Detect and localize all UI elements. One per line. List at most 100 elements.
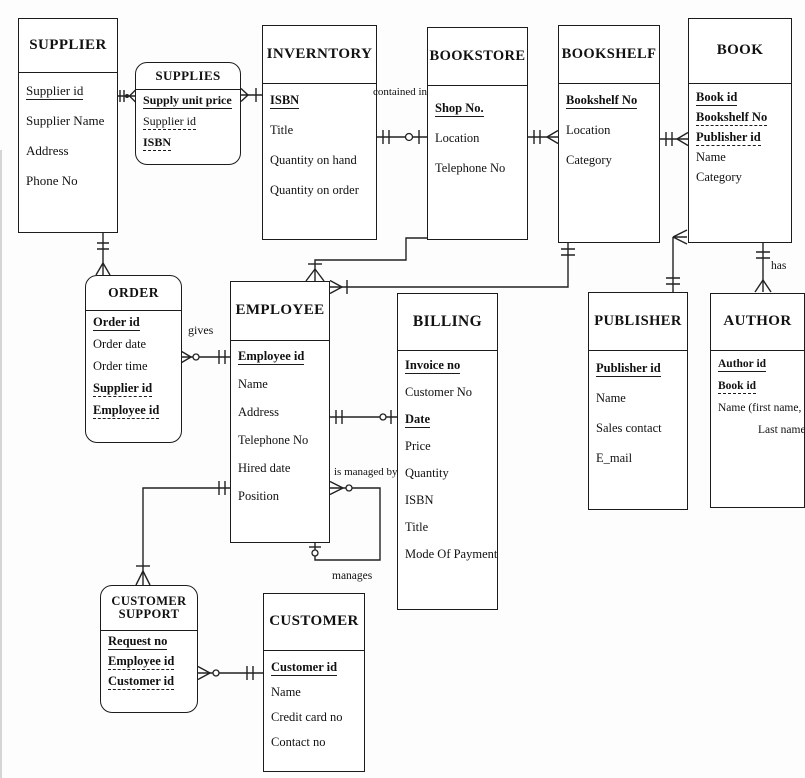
- attribute-row: Order date: [93, 336, 179, 352]
- entity-title: CUSTOMER SUPPORT: [101, 586, 197, 631]
- attribute-text: Title: [270, 123, 294, 137]
- attribute-row: Employee id: [108, 653, 195, 670]
- attribute-row: Customer id: [271, 659, 362, 676]
- attribute-row: Bookshelf No: [696, 109, 789, 126]
- attribute-text: Address: [238, 405, 279, 419]
- attribute-text: ISBN: [143, 135, 172, 151]
- attribute-text: Employee id: [108, 654, 175, 670]
- attribute-row: Name: [271, 684, 362, 700]
- connector-supplier-order: [95, 233, 111, 276]
- attribute-row: Supplier id: [26, 83, 115, 100]
- attribute-text: Category: [566, 153, 612, 167]
- attribute-row: Supplier id: [93, 380, 179, 397]
- attribute-text: Title: [405, 520, 429, 534]
- attribute-row: Location: [435, 130, 525, 146]
- attribute-row: ISBN: [270, 92, 374, 109]
- attribute-row: Contact no: [271, 734, 362, 750]
- attribute-text: Supply unit price: [143, 93, 232, 109]
- connector-customer-support-customer: [197, 665, 263, 681]
- attribute-row: Sales contact: [596, 420, 685, 436]
- attribute-text: Name: [238, 377, 268, 391]
- attribute-row: Name: [596, 390, 685, 406]
- attribute-text: Invoice no: [405, 358, 461, 374]
- attribute-row: Mode Of Payment: [405, 546, 497, 562]
- attribute-row: Phone No: [26, 173, 115, 189]
- attribute-text: Name: [596, 391, 626, 405]
- attribute-text: ISBN: [270, 93, 300, 109]
- attribute-row: Quantity on hand: [270, 152, 374, 168]
- attribute-text: Position: [238, 489, 279, 503]
- attribute-row: Category: [566, 152, 657, 168]
- attribute-row: Quantity on order: [270, 182, 374, 198]
- relationship-label-has: has: [771, 260, 787, 272]
- attribute-text: Publisher id: [596, 361, 661, 377]
- attribute-row: Bookshelf No: [566, 92, 657, 109]
- relationship-label-contained-in: contained in: [372, 86, 428, 98]
- attribute-text: Category: [696, 170, 742, 184]
- attribute-text: Supplier id: [26, 83, 84, 100]
- entity-customer-support: CUSTOMER SUPPORT Request no Employee id Cus…: [100, 585, 198, 713]
- attribute-row: Address: [238, 404, 327, 420]
- attribute-text: Bookshelf No: [566, 93, 638, 109]
- entity-title: BILLING: [398, 294, 497, 351]
- attribute-text: Customer id: [108, 674, 175, 690]
- attribute-text: ISBN: [405, 493, 434, 507]
- connector-order-employee-gives: [179, 349, 230, 365]
- entity-title: AUTHOR: [711, 294, 804, 351]
- attribute-row: E_mail: [596, 450, 685, 466]
- attribute-row: Customer No: [405, 384, 495, 400]
- entity-title: INVERNTORY: [263, 26, 376, 84]
- attribute-text: Author id: [718, 358, 767, 372]
- attribute-row: Location: [566, 122, 657, 138]
- entity-title: BOOKSHELF: [559, 26, 659, 84]
- attribute-row: Supplier id: [143, 113, 238, 130]
- attribute-text: Name: [271, 685, 301, 699]
- attribute-text: Name: [696, 150, 726, 164]
- attribute-row: Publisher id: [696, 129, 789, 146]
- attribute-row: Request no: [108, 633, 195, 650]
- attribute-text: Book id: [718, 380, 757, 394]
- attribute-row: Order time: [93, 358, 179, 374]
- attribute-text: Employee id: [93, 403, 160, 419]
- attribute-row: Shop No.: [435, 100, 525, 117]
- attribute-text: Name (first name,: [718, 402, 802, 414]
- attribute-text: Supplier id: [93, 381, 153, 397]
- attribute-row: Hired date: [238, 460, 327, 476]
- attribute-text: Address: [26, 143, 69, 158]
- attribute-row: Name (first name,: [718, 400, 802, 416]
- entity-title: SUPPLIES: [136, 63, 240, 90]
- entity-title: BOOKSTORE: [428, 28, 527, 86]
- attribute-text: Quantity: [405, 466, 449, 480]
- connector-supplier-supplies: [118, 89, 137, 103]
- attribute-text: Quantity on order: [270, 183, 359, 197]
- entity-title: SUPPLIER: [19, 19, 117, 73]
- attribute-text: Quantity on hand: [270, 153, 357, 167]
- attribute-text: Book id: [696, 90, 738, 106]
- attribute-text: Sales contact: [596, 421, 662, 435]
- attribute-text: Date: [405, 412, 430, 428]
- attribute-text: E_mail: [596, 451, 633, 465]
- entity-title: ORDER: [86, 276, 181, 311]
- entity-title: BOOK: [689, 19, 791, 84]
- entity-title: CUSTOMER: [264, 594, 364, 651]
- attribute-row: Title: [270, 122, 374, 138]
- connector-publisher-book: [666, 229, 688, 292]
- attribute-row: Supplier Name: [26, 113, 115, 129]
